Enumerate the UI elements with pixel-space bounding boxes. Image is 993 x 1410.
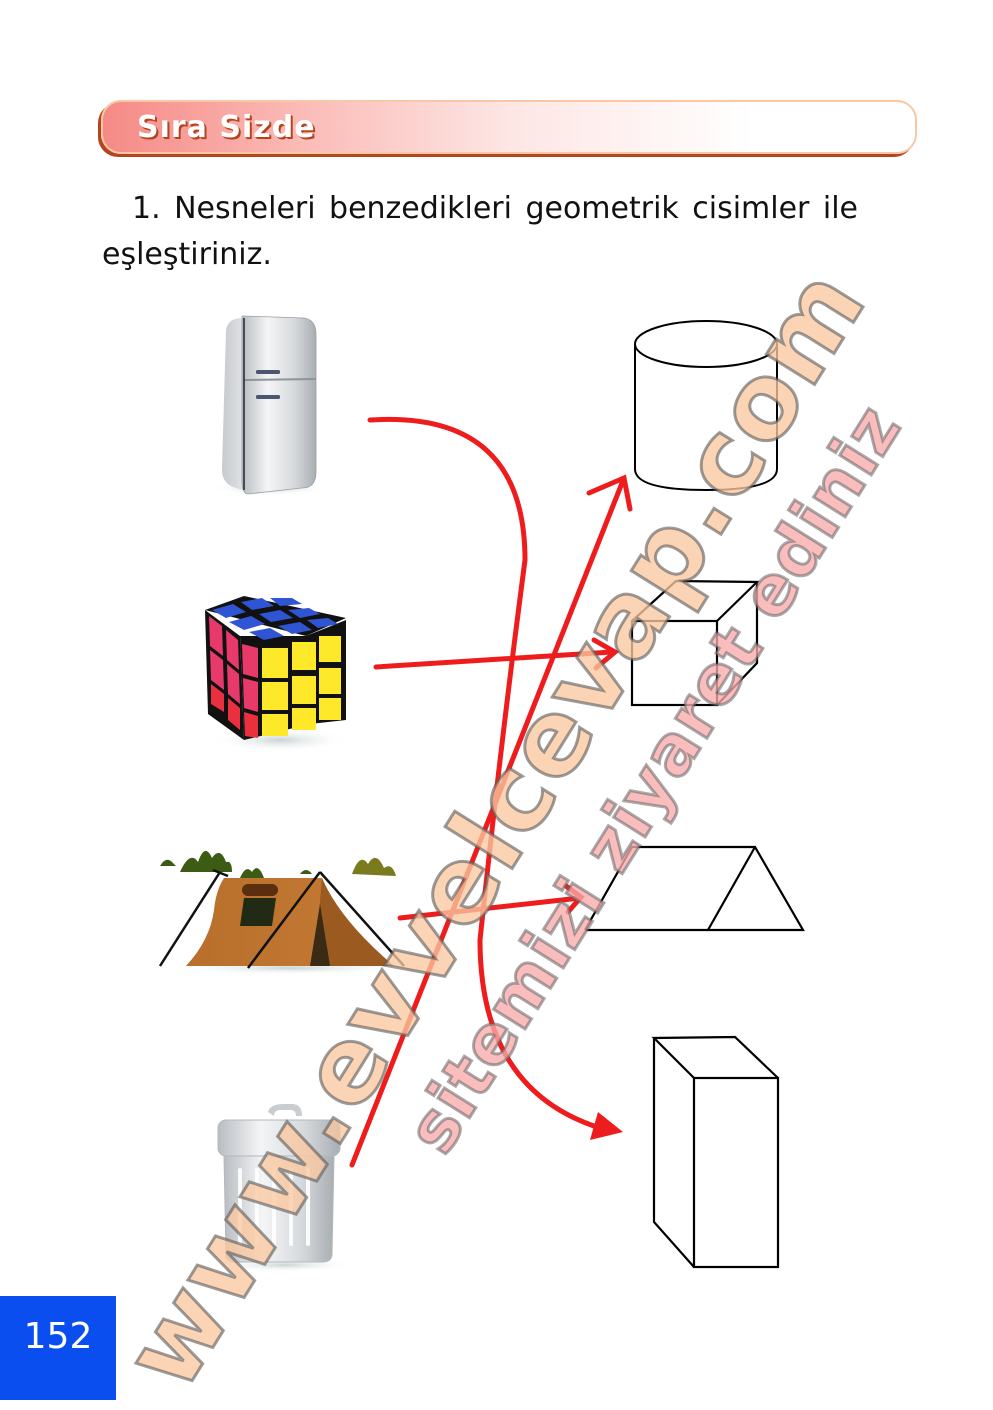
page-number: 152 <box>23 1316 93 1357</box>
cylinder-shape <box>634 320 778 492</box>
trash-can-image <box>215 1104 355 1272</box>
answer-arrows <box>349 416 633 1168</box>
section-banner: Sıra Sizde <box>101 100 917 154</box>
cube-shape <box>630 579 760 707</box>
rectangular-prism-shape <box>651 1035 780 1269</box>
section-title: Sıra Sizde <box>137 110 316 145</box>
tent-image <box>158 850 410 975</box>
arrow-tent-to-triangular-prism <box>397 895 583 921</box>
refrigerator-image <box>210 315 330 496</box>
arrow-trash-can-to-cylinder <box>349 475 627 1168</box>
rubiks-cube-image <box>205 596 350 752</box>
question-text: Nesneleri benzedikleri geometrik cisimle… <box>102 191 858 272</box>
arrowhead-cube <box>591 637 620 671</box>
question-number: 1. <box>132 191 161 226</box>
arrow-refrigerator-to-rectangular-prism <box>367 416 603 1131</box>
arrowhead-triangular-prism <box>563 883 585 915</box>
page-number-box: 152 <box>0 1296 116 1400</box>
triangular-prism-shape <box>584 845 805 932</box>
arrowhead-rectangular-prism <box>590 1112 623 1140</box>
arrowhead-cylinder <box>586 474 633 512</box>
arrow-cube-to-cube <box>373 649 615 670</box>
question-text-block: 1. Nesneleri benzedikleri geometrik cisi… <box>102 186 858 278</box>
